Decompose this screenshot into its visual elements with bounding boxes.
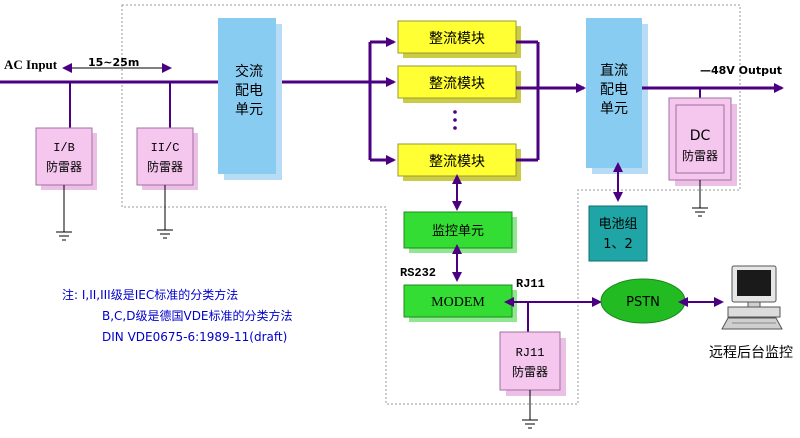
- note-line-3: DIN VDE0675-6:1989-11(draft): [102, 330, 287, 344]
- rectifier-module-2: 整流模块: [397, 65, 521, 103]
- rectifier-3-label: 整流模块: [429, 154, 485, 170]
- rj11-protector-code: RJ11: [516, 346, 545, 360]
- rectifier-module-1: 整流模块: [397, 20, 521, 58]
- monitor-unit: 监控单元: [403, 211, 517, 253]
- ac-distribution-unit: 交流 配电 单元: [218, 18, 282, 180]
- computer-icon: [721, 265, 783, 330]
- equipment-boundary: [121, 4, 741, 405]
- ground-icon: [522, 419, 538, 429]
- rj11-label: RJ11: [516, 277, 545, 291]
- note-line-1: 注: I,II,III级是IEC标准的分类方法: [62, 287, 238, 302]
- battery-group: 电池组 1、2: [588, 205, 648, 262]
- battery-label-2: 1、2: [603, 237, 633, 252]
- ac-dist-line1: 交流: [235, 63, 263, 80]
- dc-dist-line2: 配电: [600, 82, 628, 98]
- rectifier-module-3: 整流模块: [397, 143, 521, 181]
- iic-protector: II/C 防雷器: [136, 127, 198, 190]
- ac-dist-line2: 配电: [235, 83, 263, 99]
- modem-label: MODEM: [431, 295, 485, 310]
- remote-monitoring-label: 远程后台监控: [709, 345, 793, 361]
- ground-icon: [692, 207, 708, 217]
- rs232-label: RS232: [400, 266, 436, 280]
- dc-dist-line3: 单元: [600, 101, 628, 117]
- rectifier-2-label: 整流模块: [429, 76, 485, 92]
- iic-protector-label: 防雷器: [147, 159, 183, 174]
- rectifier-1-label: 整流模块: [429, 31, 485, 47]
- ground-icon: [157, 229, 173, 239]
- note-line-2: B,C,D级是德国VDE标准的分类方法: [102, 308, 293, 323]
- dc-dist-line1: 直流: [600, 62, 628, 79]
- dc-protector-label: 防雷器: [682, 148, 718, 163]
- ac-dist-line3: 单元: [235, 102, 263, 118]
- dc-protector-code: DC: [690, 128, 711, 144]
- battery-label-1: 电池组: [598, 217, 637, 232]
- ground-icon: [56, 231, 72, 241]
- ac-input-label: AC Input: [4, 57, 58, 72]
- modem: MODEM: [403, 284, 517, 322]
- pstn-cloud: PSTN: [600, 278, 686, 324]
- ib-protector: I/B 防雷器: [35, 127, 97, 190]
- monitor-label: 监控单元: [432, 224, 484, 239]
- ib-protector-label: 防雷器: [46, 159, 82, 174]
- dc-output-label: —48V Output: [700, 64, 782, 77]
- rj11-protector: RJ11 防雷器: [499, 331, 566, 396]
- dc-protector: DC 防雷器: [668, 97, 737, 186]
- rectifier-ellipsis: [453, 110, 457, 130]
- rj11-protector-label: 防雷器: [512, 364, 548, 379]
- iic-protector-code: II/C: [151, 141, 180, 155]
- pstn-label: PSTN: [626, 295, 660, 310]
- dc-distribution-unit: 直流 配电 单元: [586, 18, 648, 174]
- distance-label: 15~25m: [88, 56, 139, 69]
- ib-protector-code: I/B: [53, 141, 75, 155]
